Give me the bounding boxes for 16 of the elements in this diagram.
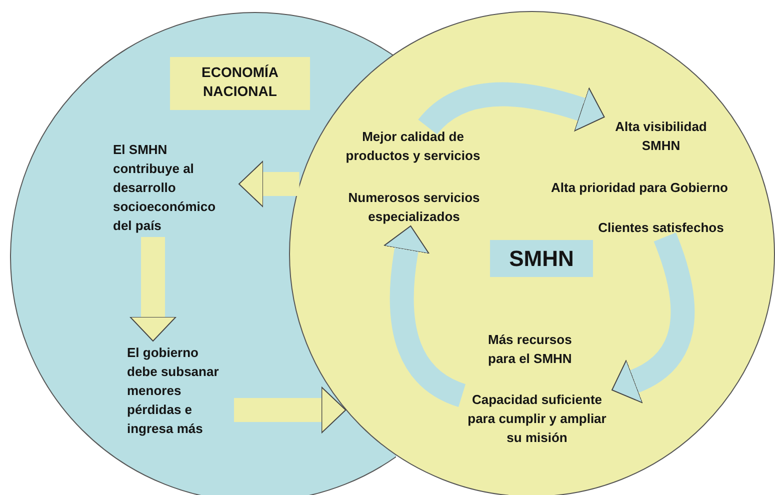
node-text: Capacidad suficiente para cumplir y ampliar su misión — [462, 390, 612, 447]
block-arrow — [238, 160, 300, 208]
node-text: Alta visibilidad SMHN — [601, 117, 721, 155]
label-box: SMHN — [490, 240, 593, 277]
node-text: El gobierno debe subsanar menores pérdidas e ingresa más — [127, 343, 232, 438]
node-text: Clientes satisfechos — [580, 218, 742, 237]
label-box: ECONOMÍA NACIONAL — [170, 57, 310, 110]
node-text: Alta prioridad para Gobierno — [551, 178, 766, 197]
node-text: El SMHN contribuye al desarrollo socioeconómico del país — [113, 140, 237, 235]
block-arrow — [130, 237, 176, 342]
curved-block-arrow — [612, 232, 694, 403]
node-text: Más recursos para el SMHN — [488, 330, 588, 368]
node-text: Mejor calidad de productos y servicios — [329, 127, 497, 165]
node-text: Numerosos servicios especializados — [334, 188, 494, 226]
circle-region — [289, 11, 775, 495]
block-arrow — [234, 386, 346, 434]
